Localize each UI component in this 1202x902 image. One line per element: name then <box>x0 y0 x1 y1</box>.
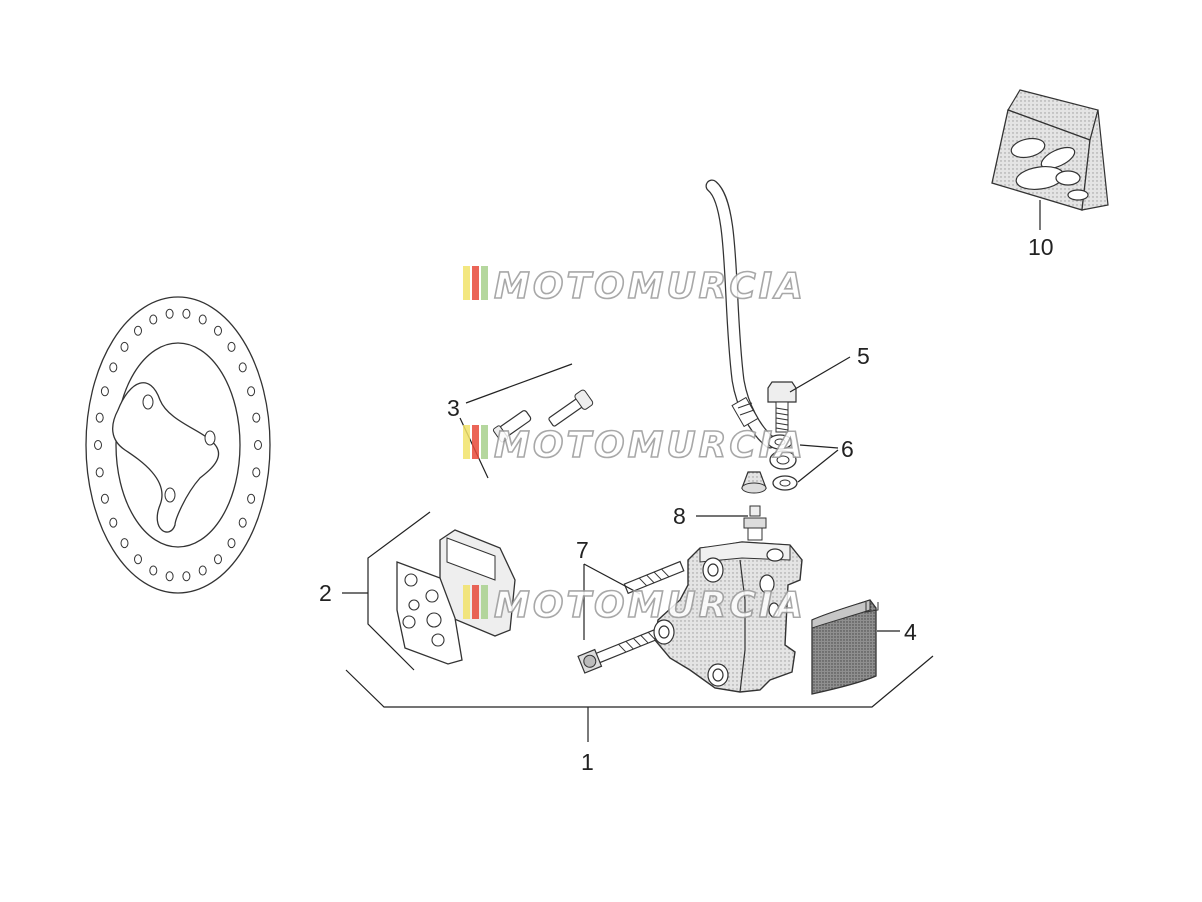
callout-8: 8 <box>673 503 686 529</box>
disc-hole <box>120 538 129 549</box>
gasket-kit <box>991 89 1109 211</box>
disc-hole <box>120 341 129 352</box>
disc-hole <box>94 440 102 450</box>
caliper-body <box>653 541 803 693</box>
disc-hole <box>100 493 109 504</box>
brake-disc <box>85 296 271 594</box>
callout-4: 4 <box>904 619 917 645</box>
disc-hole <box>165 308 174 319</box>
caliper-pins <box>492 389 594 443</box>
callout-2: 2 <box>319 580 332 606</box>
disc-hole <box>227 538 236 549</box>
disc-hole <box>95 467 104 478</box>
watermark-text: MOTOMURCIA <box>494 425 806 466</box>
disc-hole <box>227 341 236 352</box>
disc-hole <box>95 412 104 423</box>
watermark-text: MOTOMURCIA <box>494 585 806 626</box>
disc-hole <box>134 325 142 336</box>
disc-hole <box>165 571 174 582</box>
disc-hole <box>198 314 207 325</box>
callout-5: 5 <box>857 343 870 369</box>
disc-hole <box>247 493 256 504</box>
banjo-bolt <box>767 381 797 433</box>
leader-lines <box>342 200 1041 742</box>
callout-6: 6 <box>841 436 854 462</box>
callout-3: 3 <box>447 395 460 421</box>
watermark-text: MOTOMURCIA <box>494 266 806 307</box>
disc-hole <box>214 325 222 336</box>
callout-10: 10 <box>1028 234 1054 260</box>
disc-hole <box>238 517 247 528</box>
watermark-top: MOTOMURCIA <box>463 265 806 308</box>
disc-hole <box>214 554 222 565</box>
disc-hole <box>182 308 191 319</box>
disc-hole <box>182 571 191 582</box>
bleed-cap <box>741 471 767 494</box>
disc-hole <box>247 386 256 397</box>
brake-hose <box>705 179 797 470</box>
watermark-middle: MOTOMURCIA <box>463 424 806 467</box>
sealing-washers <box>767 434 798 491</box>
disc-hole <box>149 314 158 325</box>
disc-hole <box>109 517 118 528</box>
callout-7: 7 <box>576 537 589 563</box>
disc-hole <box>198 565 207 576</box>
disc-hole <box>134 554 142 565</box>
disc-hole <box>252 412 261 423</box>
disc-hole <box>100 386 109 397</box>
disc-hole <box>149 565 158 576</box>
brake-pads <box>396 529 516 665</box>
callout-1: 1 <box>581 749 594 775</box>
bleed-valve <box>743 505 767 541</box>
disc-hole <box>254 440 262 450</box>
disc-hole <box>238 362 247 373</box>
disc-hole <box>109 362 118 373</box>
pad-spring <box>811 599 879 695</box>
watermark-bottom: MOTOMURCIA <box>463 584 806 627</box>
disc-hole <box>252 467 261 478</box>
